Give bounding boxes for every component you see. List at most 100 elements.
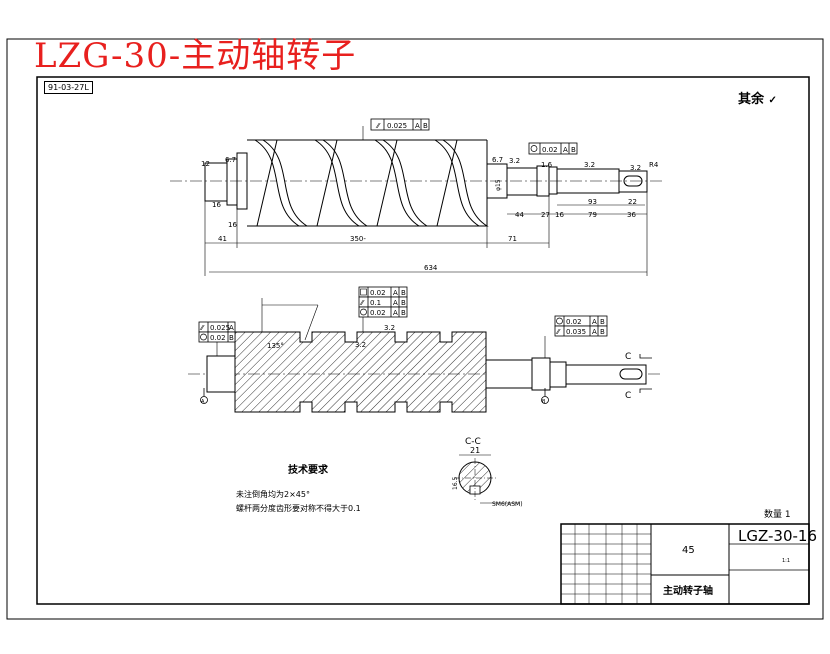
svg-text:A: A xyxy=(592,318,597,326)
datum-b xyxy=(541,388,549,404)
title-part-name: 主动转子轴 xyxy=(663,584,713,597)
svg-text:A: A xyxy=(563,146,568,154)
dim-44: 44 xyxy=(515,211,524,219)
dim-27: 27 xyxy=(541,211,550,219)
flight-edge xyxy=(256,139,278,227)
dim-71: 71 xyxy=(508,235,517,243)
section-cc-label: C-C xyxy=(465,437,481,447)
gdt-frame-right: ⁄⁄ 0.02 A B 0.035 A B xyxy=(554,315,608,337)
svg-text:0.02: 0.02 xyxy=(210,334,226,342)
flight-edge xyxy=(436,139,458,227)
roughness-a: 6.7 xyxy=(225,156,236,164)
svg-text:B: B xyxy=(401,299,406,307)
section-cc-dim-side: 16.5 xyxy=(452,476,459,490)
roughness-f: 3.2 xyxy=(630,164,641,172)
dim-36: 36 xyxy=(627,211,636,219)
quantity-label: 数量 1 xyxy=(764,510,791,520)
svg-text:⁄⁄: ⁄⁄ xyxy=(359,299,365,307)
roughness-note-text: 其余 xyxy=(738,92,765,107)
roughness-c: 3.2 xyxy=(509,157,520,165)
svg-text:B: B xyxy=(401,289,406,297)
svg-text:⁄⁄: ⁄⁄ xyxy=(375,122,381,130)
title-scale: 1:1 xyxy=(782,558,790,564)
svg-text:B: B xyxy=(600,328,605,336)
angle-135: 135° xyxy=(267,342,284,350)
svg-text:A: A xyxy=(229,324,234,332)
leader-lines-mid xyxy=(216,298,546,358)
drawing-tag: 91-03-27L xyxy=(44,81,93,94)
flight-edge xyxy=(316,139,338,227)
svg-text:0.1: 0.1 xyxy=(370,299,381,307)
svg-text:0.02: 0.02 xyxy=(370,309,386,317)
top-dim-lines xyxy=(204,126,648,276)
roughness-d: 1.6 xyxy=(541,161,553,169)
dim-93: 93 xyxy=(588,198,597,206)
top-view xyxy=(170,139,665,227)
svg-text:0.02: 0.02 xyxy=(542,146,558,154)
dim-16c: 16 xyxy=(555,211,564,219)
section-cc-note: SM6(ASM) xyxy=(492,501,523,508)
svg-text:⁄⁄: ⁄⁄ xyxy=(555,328,561,336)
svg-text:B: B xyxy=(542,399,546,405)
svg-text:0.025: 0.025 xyxy=(210,324,230,332)
dim-41: 41 xyxy=(218,235,227,243)
gdt-frame-top: ⁄⁄ 0.025 A B xyxy=(370,118,430,131)
svg-text:0.02: 0.02 xyxy=(566,318,582,326)
svg-text:A: A xyxy=(201,399,205,405)
dim-79: 79 xyxy=(588,211,597,219)
screw-flight xyxy=(253,139,309,227)
svg-text:A: A xyxy=(393,309,398,317)
tech-requirement-line-1: 未注倒角均为2×45° xyxy=(236,490,310,499)
svg-text:B: B xyxy=(229,334,234,342)
screw-flight xyxy=(313,139,369,227)
dim-22: 22 xyxy=(628,198,637,206)
svg-text:0.02: 0.02 xyxy=(370,289,386,297)
outer-border xyxy=(6,38,824,620)
dim-634: 634 xyxy=(424,264,438,272)
section-c-marks xyxy=(639,354,652,393)
svg-text:B: B xyxy=(401,309,406,317)
tech-requirements-title: 技术要求 xyxy=(288,465,328,476)
dim-phi15: φ15 xyxy=(495,179,502,191)
dim-16a: 16 xyxy=(212,201,221,209)
section-cc xyxy=(454,454,520,504)
screw-flight xyxy=(373,139,429,227)
svg-text:A: A xyxy=(393,299,398,307)
dim-r4: R4 xyxy=(649,161,659,169)
roughness-check-icon: ✓ xyxy=(768,95,777,106)
flight-edge xyxy=(376,139,398,227)
screw-flight xyxy=(433,139,489,227)
section-mark-top: C xyxy=(625,352,631,362)
title-drawing-no: LGZ-30-16 xyxy=(738,527,817,545)
roughness-b: 6.7 xyxy=(492,156,503,164)
svg-text:B: B xyxy=(600,318,605,326)
tech-requirement-line-2: 螺杆两分度齿形要对称不得大于0.1 xyxy=(236,504,361,513)
roughness-sec-b: 3.2 xyxy=(384,324,395,332)
dim-16b: 16 xyxy=(228,221,237,229)
section-cc-dim-top: 21 xyxy=(470,446,480,455)
svg-text:⁄⁄: ⁄⁄ xyxy=(199,324,205,332)
roughness-e: 3.2 xyxy=(584,161,595,169)
datum-a xyxy=(200,388,208,404)
gdt-frame-left: ⁄⁄ 0.025 A 0.02 B xyxy=(198,321,236,343)
roughness-note: 其余 ✓ xyxy=(738,88,777,107)
title-block xyxy=(560,523,810,605)
svg-text:0.035: 0.035 xyxy=(566,328,586,336)
gdt-frame-top-right: 0.02 A B xyxy=(528,142,578,155)
inner-border xyxy=(36,76,810,605)
svg-text:A: A xyxy=(415,122,420,130)
svg-text:A: A xyxy=(592,328,597,336)
section-mark-bottom: C xyxy=(625,391,631,401)
gdt-top-tol: 0.025 xyxy=(387,122,407,130)
section-view xyxy=(188,331,660,413)
svg-text:B: B xyxy=(423,122,428,130)
dim-350: 350- xyxy=(350,235,366,243)
gdt-frame-center: ⁄⁄ 0.02 A B 0.1 A B 0.02 A B xyxy=(358,286,408,318)
svg-text:B: B xyxy=(571,146,576,154)
dim-12: 12 xyxy=(201,160,210,168)
title-banner: LZG-30-主动轴转子 xyxy=(34,36,357,76)
roughness-sec-a: 3.2 xyxy=(355,341,366,349)
title-material: 45 xyxy=(682,545,695,556)
top-dim-texts: 41 350- 71 634 16 16 12 44 27 16 79 36 9… xyxy=(201,156,659,272)
